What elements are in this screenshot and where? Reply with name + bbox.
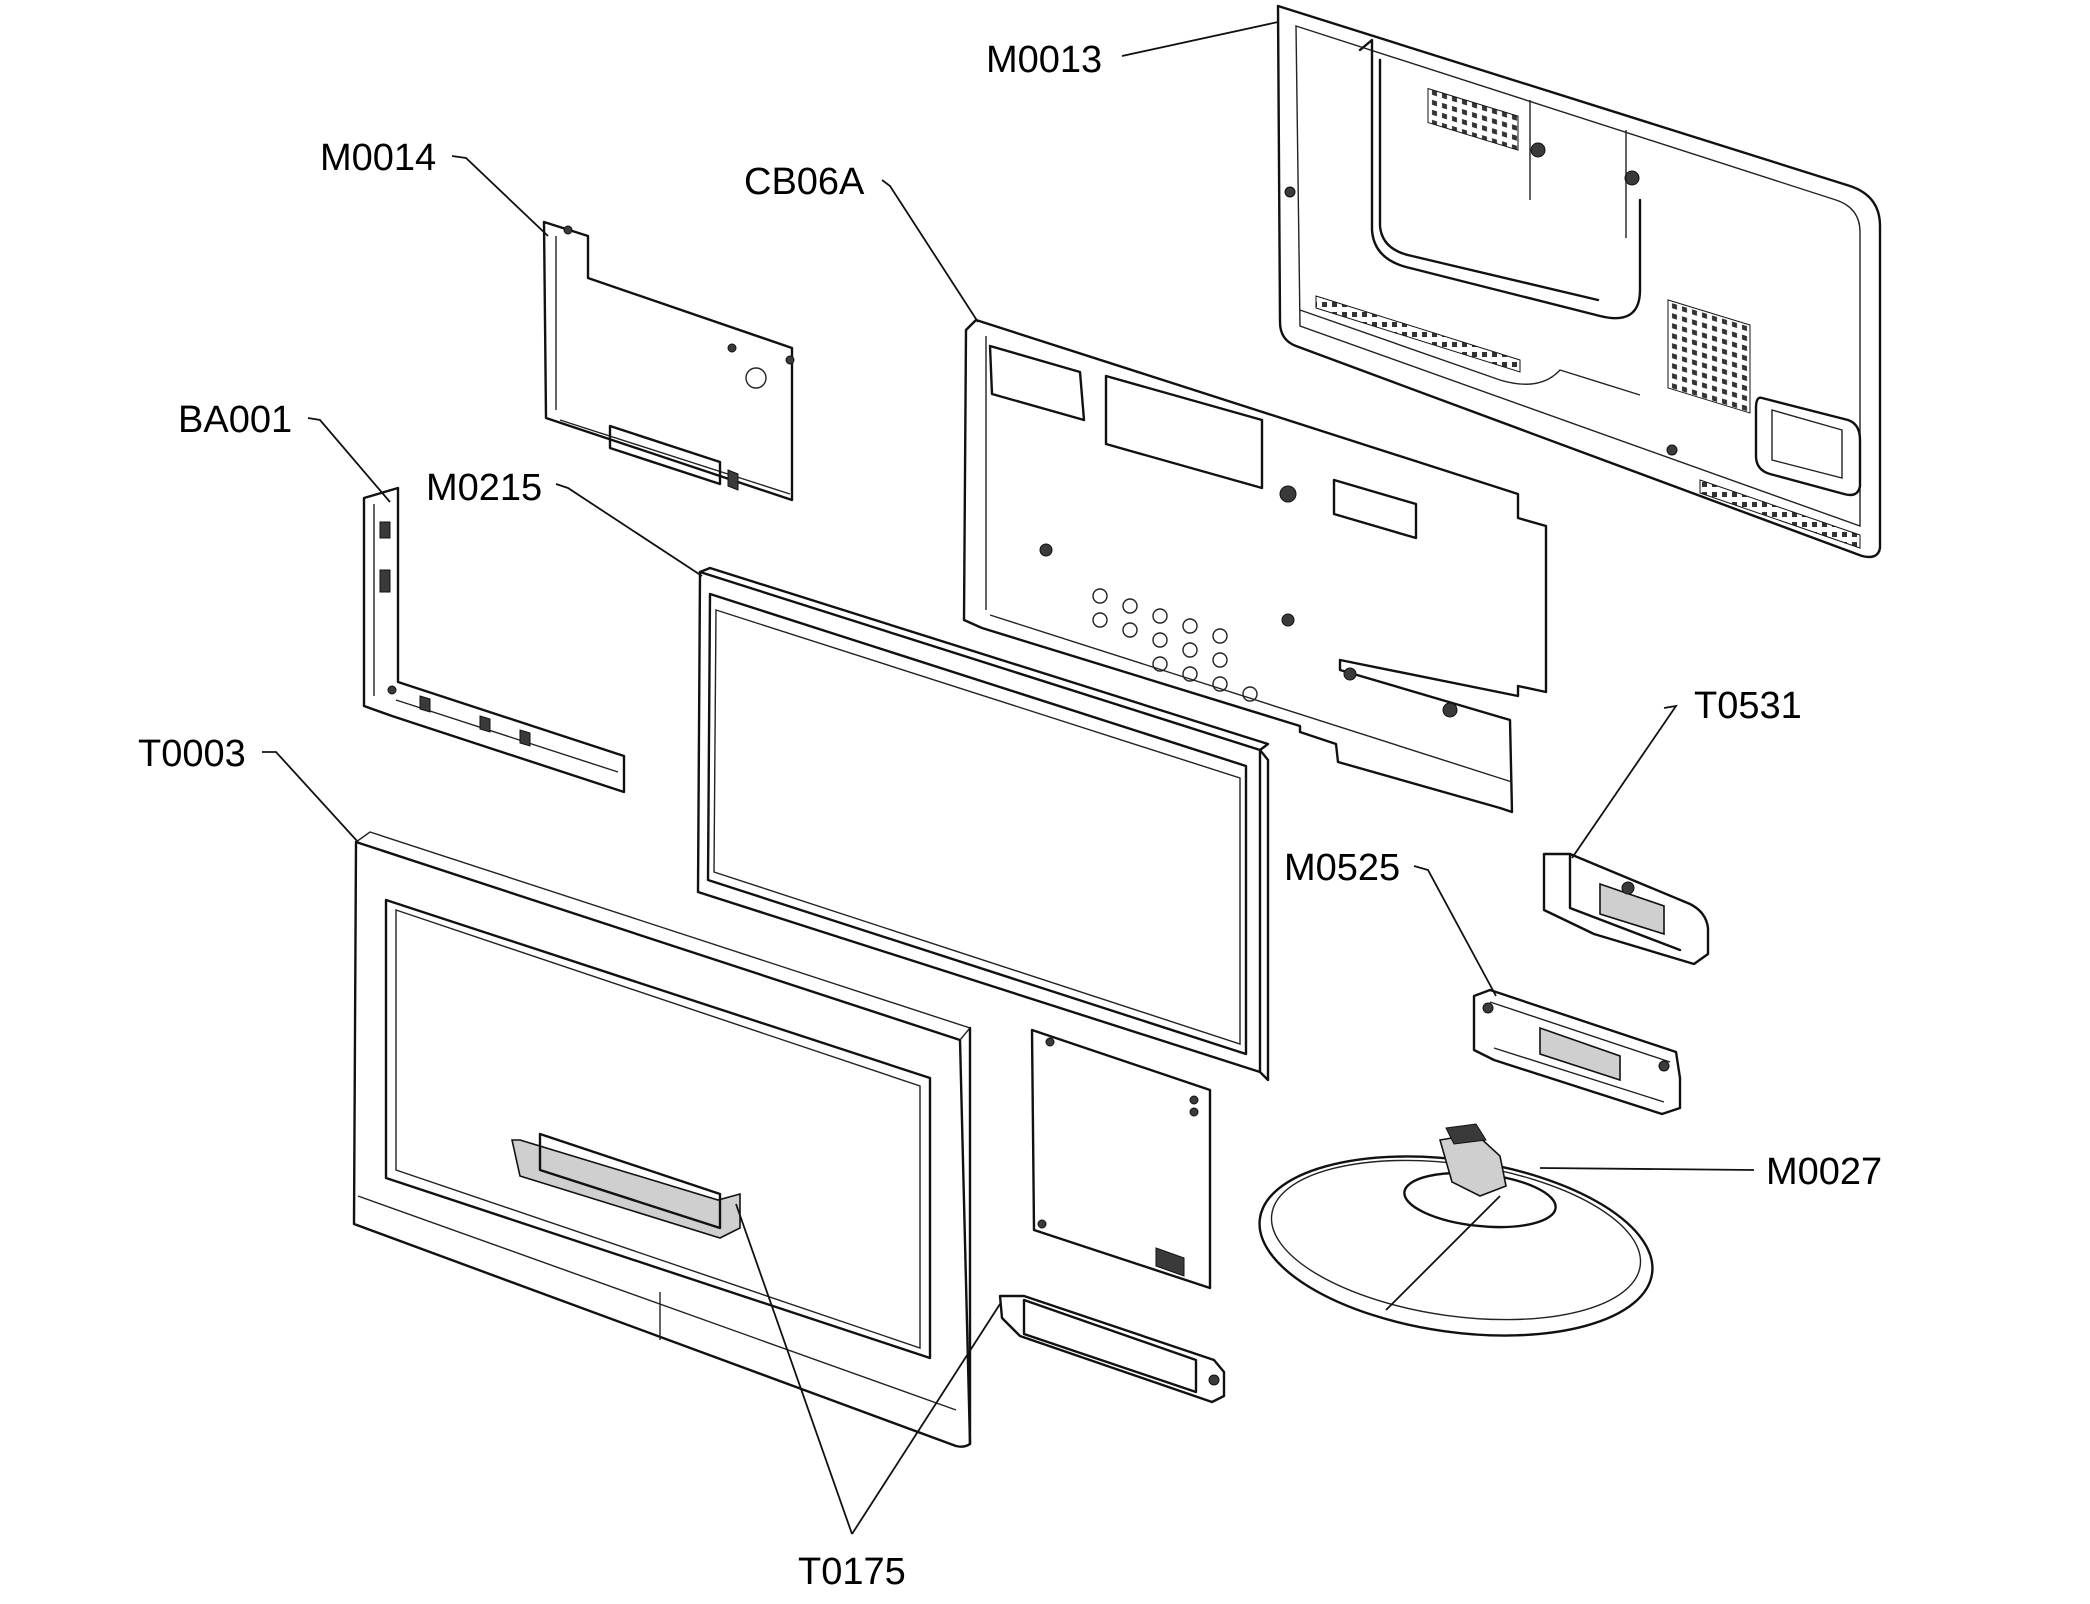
- leader-lines: [262, 21, 1755, 1535]
- leader-m0027-stem: [1385, 1195, 1501, 1311]
- leader-t0531: [1571, 704, 1678, 859]
- leader-m0525: [1413, 865, 1497, 997]
- leader-cb06a: [881, 179, 979, 323]
- stand-base-part: [1258, 1123, 1654, 1337]
- callout-t0531: T0531: [1694, 685, 1802, 727]
- lcd-panel-part: [696, 566, 1270, 1082]
- main-board-part: [542, 220, 795, 502]
- side-bracket-part: [362, 486, 626, 794]
- callout-m0525: M0525: [1284, 847, 1400, 889]
- leader-m0027: [1539, 1167, 1755, 1171]
- callout-cb06a: CB06A: [744, 161, 865, 203]
- stand-cover-part: [1542, 852, 1710, 966]
- leader-m0215: [555, 483, 703, 577]
- front-bezel-part: [352, 831, 972, 1448]
- leader-t0175-b: [851, 1303, 1001, 1535]
- callout-m0013: M0013: [986, 39, 1102, 81]
- power-board-part: [1030, 1028, 1212, 1290]
- callout-t0175: T0175: [798, 1551, 906, 1593]
- callout-ba001: BA001: [178, 399, 292, 441]
- bezel-bracket-part: [998, 1294, 1226, 1404]
- callout-m0027: M0027: [1766, 1151, 1882, 1193]
- chassis-bracket-part: [962, 318, 1548, 814]
- callout-t0003: T0003: [138, 733, 246, 775]
- leader-t0003: [262, 751, 359, 843]
- callout-m0215: M0215: [426, 467, 542, 509]
- leader-m0013: [1121, 21, 1279, 57]
- callout-labels: M0013 M0014 CB06A BA001 M0215 T0003 T053…: [138, 39, 1882, 1593]
- leader-m0014: [451, 155, 549, 237]
- rear-cover-part: [1276, 4, 1882, 559]
- leader-t0175-a: [735, 1203, 853, 1535]
- callout-m0014: M0014: [320, 137, 436, 179]
- leader-ba001: [307, 417, 391, 503]
- stand-hinge-part: [1472, 988, 1682, 1116]
